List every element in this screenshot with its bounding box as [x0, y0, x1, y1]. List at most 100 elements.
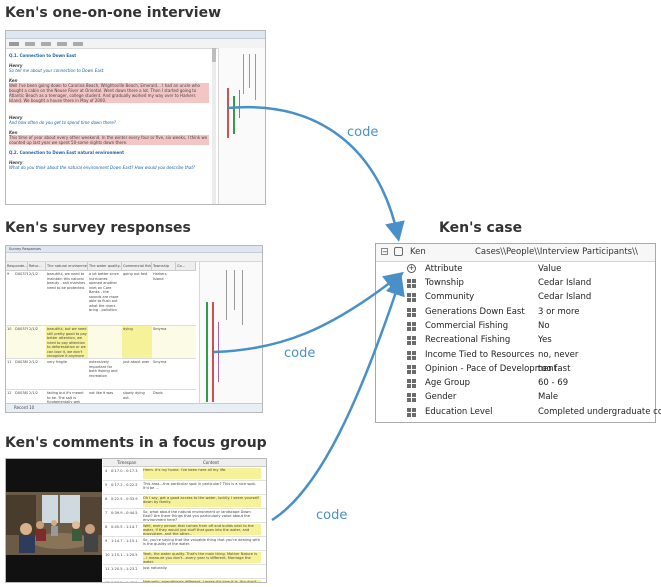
toolbar-code-icon[interactable]	[25, 41, 35, 46]
transcript-timespan: 0:45.5 - 1:14.7	[111, 525, 138, 529]
henry-prompt-1: So tell me about your connection to Down…	[9, 68, 105, 73]
attribute-value[interactable]: 3 or more	[538, 306, 580, 317]
toolbar-highlight-icon[interactable]	[41, 41, 51, 46]
case-attributes-panel: − Ken Cases\\People\\Interview Participa…	[375, 243, 661, 423]
toolbar-link-icon[interactable]	[73, 41, 83, 46]
speaker-ken-1: Ken	[9, 78, 18, 83]
survey-cell: fading but it's meant to be. The salt is…	[47, 391, 84, 404]
transcript-timespan: 1:14.7 - 1:15.1	[111, 539, 138, 543]
survey-cell: going out fast	[123, 272, 148, 276]
attribute-grid-icon	[407, 279, 416, 288]
survey-cell: 10	[7, 327, 12, 331]
attribute-name: Education Level	[425, 406, 493, 417]
attribute-grid-icon	[407, 350, 416, 360]
attribute-value[interactable]: 60 - 69	[538, 378, 569, 389]
survey-title: Survey Responses	[9, 247, 41, 251]
survey-cell: DX0380	[15, 360, 28, 364]
attribute-value[interactable]: Cedar Island	[538, 278, 592, 288]
interview-scrollbar[interactable]	[212, 48, 216, 204]
toolbar-edit-icon[interactable]	[9, 41, 19, 46]
attribute-grid-icon	[407, 364, 416, 374]
speaker-ken-2: Ken	[9, 130, 18, 135]
transcript-content: Oh I say, get a good access to the water…	[143, 496, 261, 507]
case-link-icon	[394, 247, 403, 256]
survey-cell: a lot better since hurricanes opened ano…	[89, 272, 119, 312]
ken-answer-1: Well I've been going down to Carolina Be…	[9, 83, 209, 103]
survey-column-header[interactable]: Responde...	[7, 262, 28, 270]
survey-column-header[interactable]: Retur...	[28, 262, 46, 270]
attribute-grid-icon	[407, 336, 416, 346]
attribute-value[interactable]: Male	[538, 392, 559, 403]
attribute-value[interactable]: Completed undergraduate college	[538, 406, 661, 417]
case-path: Cases\\People\\Interview Participants\\	[475, 247, 638, 257]
attribute-column-header: Attribute	[425, 264, 463, 274]
transcript-content: So, you're saying that the valuable thin…	[143, 538, 261, 547]
survey-cell: DX0381	[15, 391, 28, 395]
survey-column-header[interactable]: Co...	[176, 262, 196, 270]
henry-prompt-2: And how often do you get to spend time d…	[9, 120, 116, 125]
transcript-timespan: 1:23.2 - 1:43.2	[111, 581, 138, 583]
speaker-henry-2: Henry	[9, 115, 23, 120]
survey-cell: beautiful, but we need still pretty good…	[46, 326, 88, 358]
heading-interview: Ken's one-on-one interview	[5, 5, 222, 21]
transcript-content: This area...this particular spot in part…	[143, 482, 257, 491]
focus-group-video[interactable]	[6, 459, 102, 582]
survey-column-header[interactable]: The water quality...	[89, 262, 122, 270]
case-attribute-row[interactable]: Community Cedar Island	[376, 291, 655, 305]
collapse-icon[interactable]: −	[381, 248, 388, 256]
survey-cell: Davis	[153, 391, 163, 395]
interview-titlebar	[6, 31, 265, 39]
speaker-henry-1: Henry	[9, 63, 23, 68]
attribute-name: Income Tied to Resources	[425, 349, 535, 360]
survey-cell: 12	[7, 391, 12, 395]
survey-cell: DX0379	[15, 327, 28, 331]
attribute-grid-icon	[407, 407, 416, 417]
arrow-interview-to-case	[227, 105, 405, 242]
transcript-content: Yeah, the water quality. That's the main…	[143, 552, 261, 563]
survey-column-header[interactable]: The natural environme...	[47, 262, 88, 270]
survey-record-navigator[interactable]: Record 10	[6, 403, 262, 412]
survey-record-label: Record 10	[14, 405, 35, 410]
transcript-col-content: Content	[203, 460, 219, 465]
transcript-row-number: 12	[105, 581, 110, 583]
add-attribute-icon[interactable]: +	[407, 264, 416, 273]
toolbar-annotate-icon[interactable]	[57, 41, 67, 46]
survey-column-header[interactable]: Township	[152, 262, 176, 270]
attribute-value[interactable]: Cedar Island	[538, 292, 592, 303]
code-label-focus: code	[316, 508, 348, 523]
attribute-value[interactable]: No	[538, 320, 550, 331]
survey-dataset-panel: Survey Responses Responde...Retur...The …	[5, 245, 263, 413]
heading-case: Ken's case	[439, 220, 523, 236]
case-attribute-row[interactable]: Education Level Completed undergraduate c…	[376, 406, 661, 420]
survey-column-header[interactable]: Commercial fishing...	[123, 262, 152, 270]
attribute-name: Community	[425, 292, 475, 303]
transcript-timespan: 0:22.5 - 0:33.9	[111, 497, 138, 501]
attribute-value[interactable]: no, never	[538, 349, 579, 360]
survey-toolbar	[6, 253, 262, 262]
attribute-value[interactable]: Yes	[538, 335, 552, 346]
attribute-value[interactable]: too fast	[538, 363, 571, 374]
transcript-row-number: 11	[105, 567, 110, 571]
